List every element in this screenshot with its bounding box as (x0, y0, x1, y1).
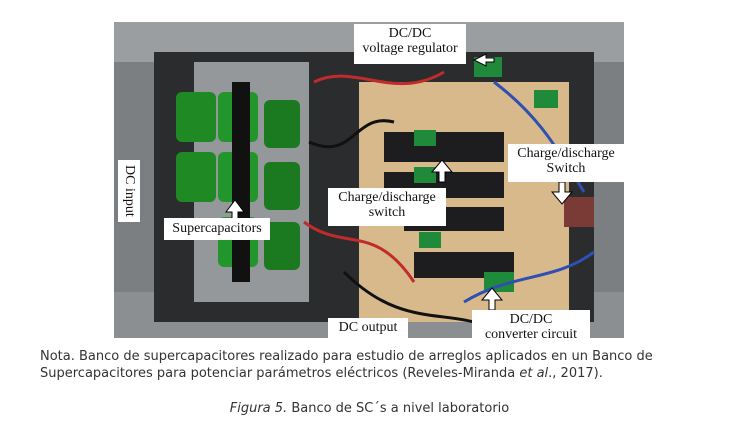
label-line: Charge/discharge (338, 190, 436, 205)
note-et-al: et al (519, 366, 549, 381)
label-line: voltage regulator (362, 41, 458, 56)
label-line: Switch (546, 161, 586, 176)
label-dcdc-converter-circuit: DC/DC converter circuit (472, 310, 590, 338)
figure-note: Nota. Banco de supercapacitores realizad… (40, 348, 720, 382)
label-charge-discharge-switch-1: Charge/discharge switch (328, 188, 446, 226)
lab-photo: DC input Supercapacitors DC/DC voltage r… (114, 22, 624, 338)
label-supercapacitors: Supercapacitors (164, 218, 270, 240)
label-line: Charge/discharge (517, 146, 615, 161)
label-dc-input: DC input (118, 160, 140, 222)
label-dcdc-voltage-regulator: DC/DC voltage regulator (354, 24, 466, 64)
figure-title: Banco de SC´s a nivel laboratorio (287, 401, 510, 416)
label-line: DC/DC (388, 26, 432, 41)
note-text: Nota. Banco de supercapacitores realizad… (40, 349, 653, 381)
figure-caption: Figura 5. Banco de SC´s a nivel laborato… (0, 401, 739, 416)
label-line: converter circuit (484, 327, 578, 338)
note-text-end: ., 2017). (548, 366, 603, 381)
figure-number: Figura 5. (229, 401, 288, 416)
label-line: switch (368, 205, 406, 220)
label-dc-output: DC output (328, 318, 408, 338)
label-line: DC/DC (509, 312, 553, 327)
label-charge-discharge-switch-2: Charge/discharge Switch (508, 144, 624, 182)
